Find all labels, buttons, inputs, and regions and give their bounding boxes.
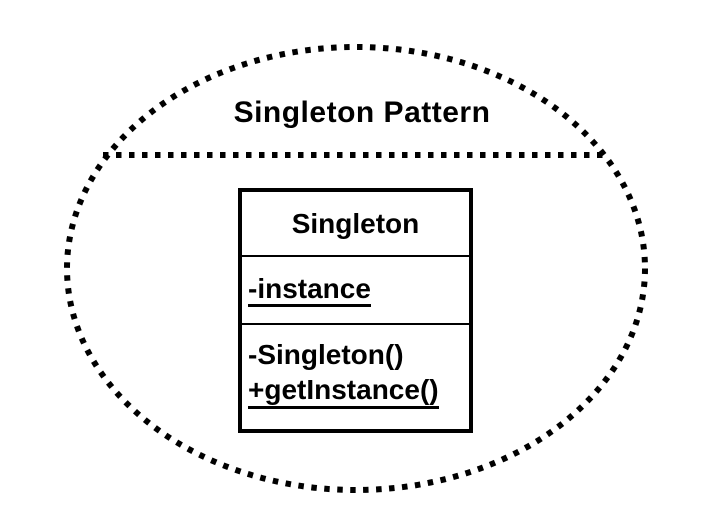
class-attributes-compartment: -instance [242, 257, 469, 325]
class-name: Singleton [291, 207, 420, 239]
method-line: +getInstance() [248, 373, 469, 410]
class-methods-compartment: -Singleton() +getInstance() [242, 325, 469, 429]
diagram-title: Singleton Pattern [233, 96, 491, 129]
diagram-boundary-ellipse [64, 44, 648, 493]
method-singleton-constructor: -Singleton() [248, 338, 404, 370]
method-line: -Singleton() [248, 336, 469, 373]
uml-class-box: Singleton -instance -Singleton() +getIns… [238, 188, 473, 433]
method-get-instance: +getInstance() [248, 374, 439, 409]
class-name-compartment: Singleton [242, 192, 469, 257]
attribute-instance: -instance [248, 273, 371, 308]
